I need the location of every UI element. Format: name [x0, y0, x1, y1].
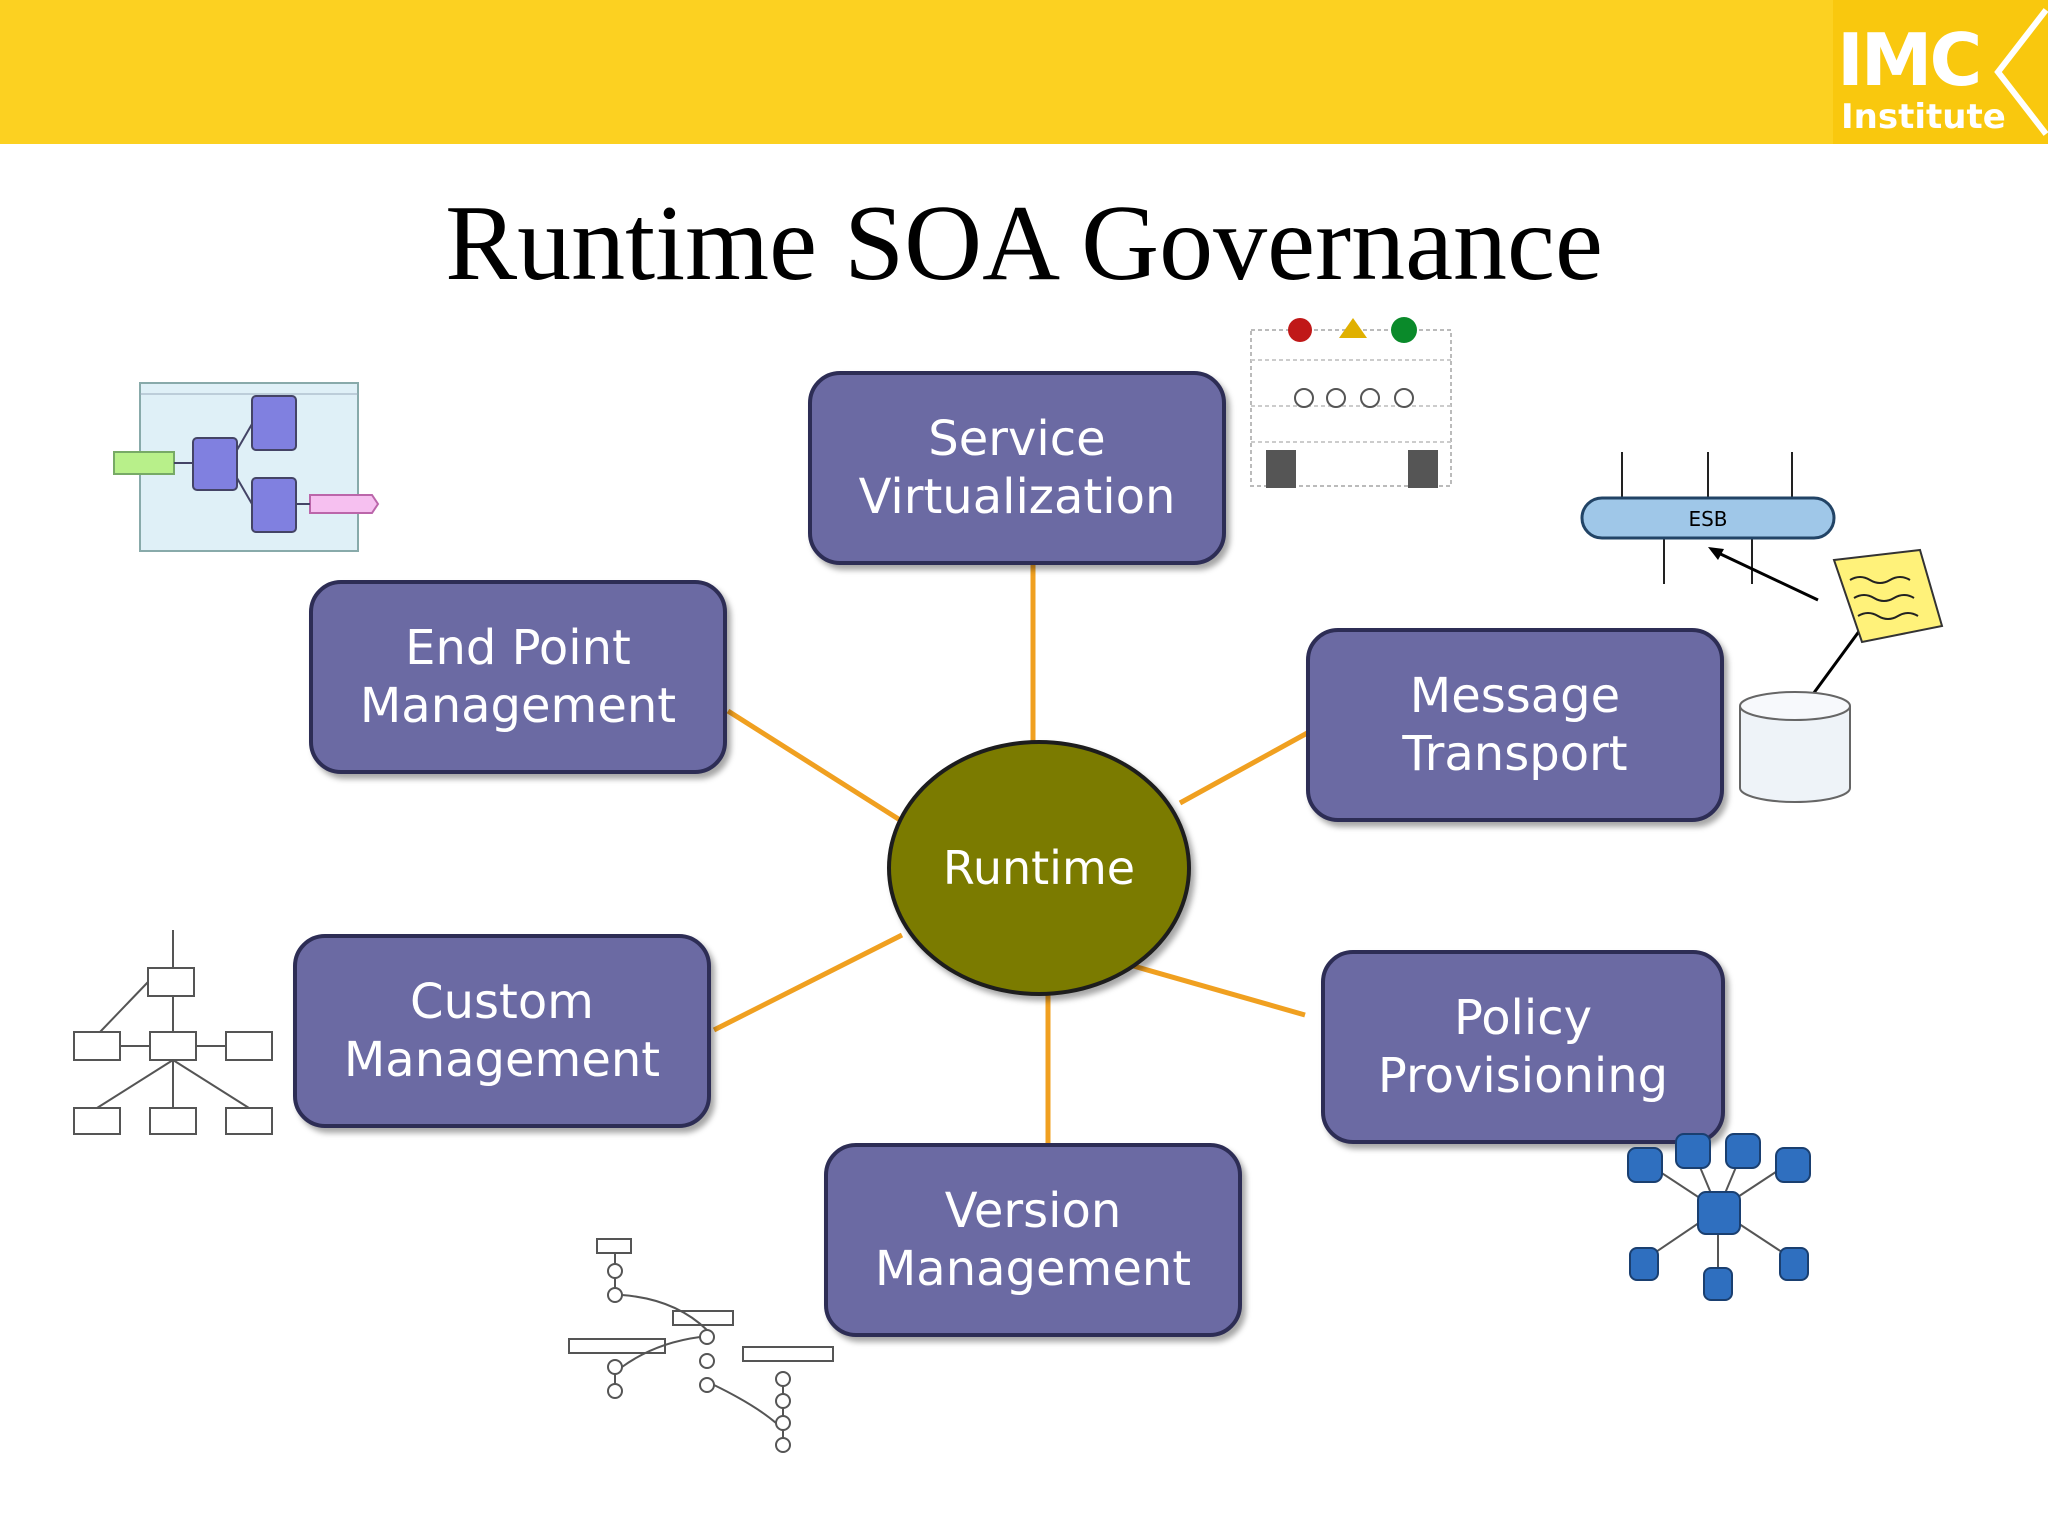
- slide-title: Runtime SOA Governance: [445, 184, 1603, 303]
- node-label: Version Management: [874, 1183, 1192, 1297]
- connector-message-transport: [1178, 723, 1322, 806]
- node-label: Message Transport: [1402, 668, 1628, 782]
- logo-panel: [1833, 0, 2048, 144]
- node-end-point-management: End Point Management: [309, 580, 727, 774]
- header-bar: [0, 0, 1815, 144]
- node-policy-provisioning: Policy Provisioning: [1321, 950, 1725, 1144]
- node-label: Policy Provisioning: [1377, 990, 1669, 1104]
- node-label: Service Virtualization: [858, 411, 1176, 525]
- logo-main-text: IMC: [1837, 18, 1982, 102]
- esb-label: ESB: [1688, 507, 1727, 531]
- esb-policy-registry-thumbnail: ESB: [1580, 452, 1944, 803]
- component-diagram-thumbnail: [113, 382, 380, 552]
- logo-sub-text: Institute: [1841, 97, 2006, 137]
- hub-runtime: Runtime: [887, 740, 1191, 996]
- database-network-thumbnail: [1627, 1133, 1811, 1301]
- imc-institute-logo: IMC Institute: [1815, 0, 2048, 144]
- connector-custom-management: [712, 932, 904, 1033]
- virtualization-layers-thumbnail: [1250, 317, 1452, 488]
- connector-end-point-management: [726, 708, 902, 823]
- node-label: Custom Management: [343, 974, 661, 1088]
- node-custom-management: Custom Management: [293, 934, 711, 1128]
- template-manager-thumbnail: [73, 930, 273, 1135]
- version-graph-thumbnail: [568, 1238, 834, 1453]
- node-service-virtualization: Service Virtualization: [808, 371, 1226, 565]
- logo-chevron-icon: [1994, 8, 2048, 136]
- node-version-management: Version Management: [824, 1143, 1242, 1337]
- node-label: End Point Management: [359, 620, 677, 734]
- node-message-transport: Message Transport: [1306, 628, 1724, 822]
- connector-policy-provisioning: [1129, 962, 1306, 1018]
- hub-label: Runtime: [942, 841, 1136, 895]
